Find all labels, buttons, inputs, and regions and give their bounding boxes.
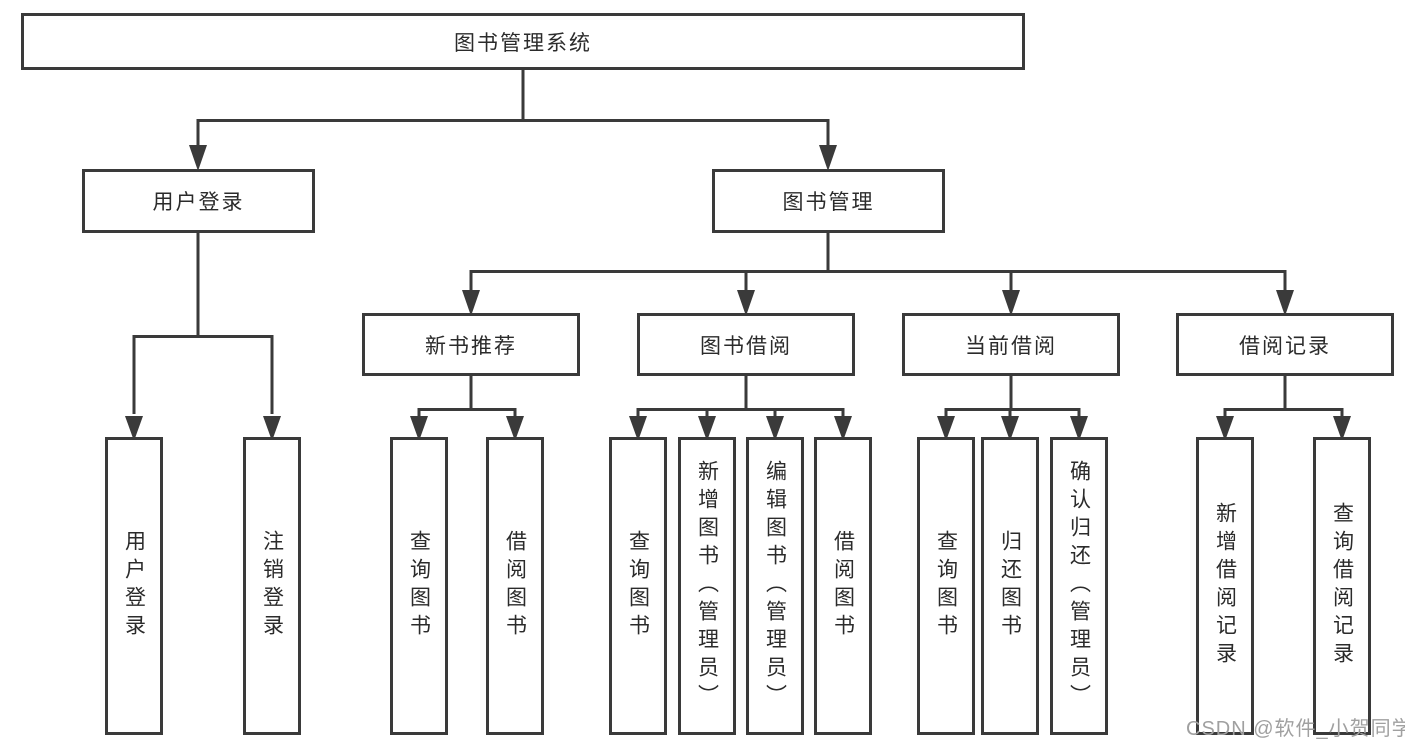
node-label: 编辑图书（管理员） xyxy=(763,460,787,712)
node-label: 新增图书（管理员） xyxy=(695,460,719,712)
edge-root-to-level2 xyxy=(196,70,830,146)
node-leaf-user-login: 用户登录 xyxy=(105,437,163,735)
arrow-down-icon xyxy=(1333,416,1351,441)
node-label: 确认归还（管理员） xyxy=(1067,460,1091,712)
node-label: 图书管理 xyxy=(782,191,875,214)
node-label: 用户登录 xyxy=(152,191,245,214)
node-leaf-cb-query-books: 查询图书 xyxy=(917,437,975,735)
node-label: 查询借阅记录 xyxy=(1330,502,1354,670)
node-book-management: 图书管理 xyxy=(712,169,945,233)
node-new-book-recommendation: 新书推荐 xyxy=(362,313,580,376)
arrow-down-icon xyxy=(819,145,837,171)
node-borrowing-records: 借阅记录 xyxy=(1176,313,1394,376)
node-user-login: 用户登录 xyxy=(82,169,315,233)
node-label: 查询图书 xyxy=(407,530,431,642)
node-label: 借阅记录 xyxy=(1239,334,1331,358)
arrow-down-icon xyxy=(937,416,955,441)
edge-current-borrow-to-children xyxy=(944,376,1081,418)
arrow-down-icon xyxy=(263,416,281,441)
edge-borrow-record-to-children xyxy=(1223,376,1344,418)
arrow-down-icon xyxy=(1070,416,1088,441)
arrowheads xyxy=(125,145,1351,441)
arrow-down-icon xyxy=(462,290,480,316)
arrow-down-icon xyxy=(506,416,524,441)
node-label: 借阅图书 xyxy=(503,530,527,642)
node-label: 查询图书 xyxy=(626,530,650,642)
edge-book-borrow-to-children xyxy=(636,376,845,418)
arrow-down-icon xyxy=(410,416,428,441)
node-label: 新增借阅记录 xyxy=(1213,502,1237,670)
node-label: 新书推荐 xyxy=(425,334,517,358)
node-leaf-bb-borrow-books: 借阅图书 xyxy=(814,437,872,735)
node-label: 当前借阅 xyxy=(965,334,1057,358)
edge-new-book-to-children xyxy=(417,376,517,418)
node-leaf-logout: 注销登录 xyxy=(243,437,301,735)
arrow-down-icon xyxy=(766,416,784,441)
node-label: 用户登录 xyxy=(122,530,146,642)
node-leaf-br-add-record: 新增借阅记录 xyxy=(1196,437,1254,735)
node-book-borrowing: 图书借阅 xyxy=(637,313,855,376)
arrow-down-icon xyxy=(189,145,207,171)
arrow-down-icon xyxy=(698,416,716,441)
node-leaf-cb-return-books: 归还图书 xyxy=(981,437,1039,735)
arrow-down-icon xyxy=(1001,416,1019,441)
arrow-down-icon xyxy=(1276,290,1294,316)
node-current-borrowing: 当前借阅 xyxy=(902,313,1120,376)
node-leaf-bb-add-books-admin: 新增图书（管理员） xyxy=(678,437,736,735)
node-leaf-nbr-query-books: 查询图书 xyxy=(390,437,448,735)
arrow-down-icon xyxy=(1002,290,1020,316)
node-leaf-nbr-borrow-books: 借阅图书 xyxy=(486,437,544,735)
arrow-down-icon xyxy=(834,416,852,441)
node-label: 注销登录 xyxy=(260,530,284,642)
arrow-down-icon xyxy=(1216,416,1234,441)
edge-book-management-to-level3 xyxy=(469,233,1287,292)
csdn-watermark: CSDN @软件_小贺同学 xyxy=(1186,718,1405,740)
node-label: 归还图书 xyxy=(998,530,1022,642)
node-label: 图书管理系统 xyxy=(454,31,592,55)
node-label: 查询图书 xyxy=(934,530,958,642)
node-leaf-cb-confirm-return-admin: 确认归还（管理员） xyxy=(1050,437,1108,735)
edge-user-login-to-children xyxy=(132,233,274,414)
node-leaf-br-query-record: 查询借阅记录 xyxy=(1313,437,1371,735)
arrow-down-icon xyxy=(737,290,755,316)
node-leaf-bb-query-books: 查询图书 xyxy=(609,437,667,735)
arrow-down-icon xyxy=(629,416,647,441)
arrow-down-icon xyxy=(125,416,143,441)
node-label: 图书借阅 xyxy=(700,334,792,358)
node-label: 借阅图书 xyxy=(831,530,855,642)
node-leaf-bb-edit-books-admin: 编辑图书（管理员） xyxy=(746,437,804,735)
node-root: 图书管理系统 xyxy=(21,13,1025,70)
